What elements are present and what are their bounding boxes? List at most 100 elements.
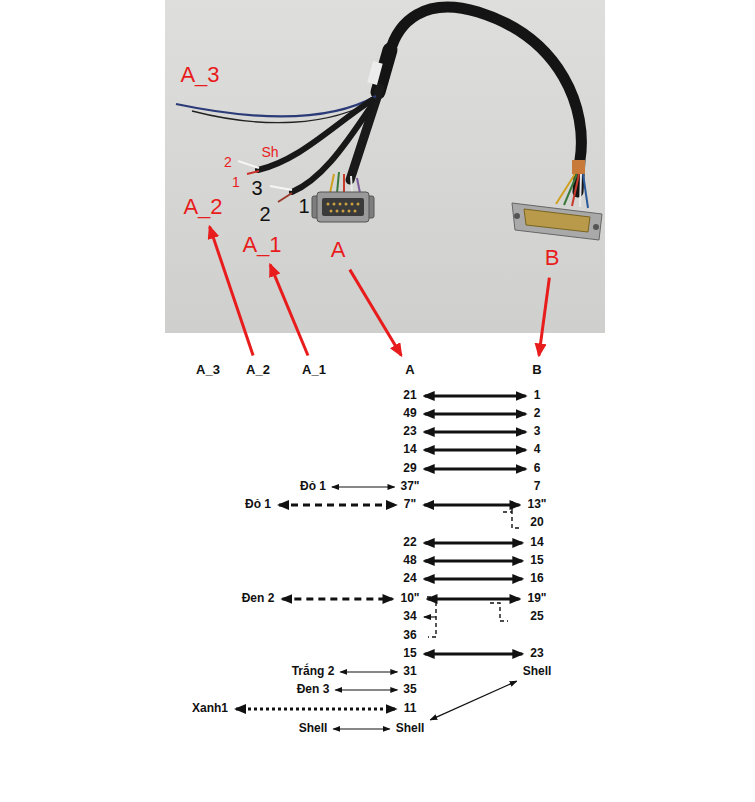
- photo-callout: B: [543, 244, 562, 271]
- pin-number: 1: [532, 388, 543, 404]
- connector-arrow: [428, 597, 520, 600]
- wire-name: Đen 3: [295, 682, 332, 698]
- pin-number: 15: [528, 553, 545, 569]
- column-header: A_3: [194, 362, 222, 379]
- connector-arrow: [340, 671, 397, 672]
- node-text: Shell: [299, 722, 328, 736]
- connector-arrow: [282, 597, 392, 600]
- node-text: Đỏ 1: [245, 498, 271, 512]
- pin-number: 22: [401, 535, 418, 551]
- wire-number: 1: [230, 173, 242, 191]
- node-text: Xanh1: [192, 702, 228, 716]
- connector-a: [312, 172, 374, 222]
- pin-number: 6: [532, 461, 543, 477]
- pin-number: 14: [401, 442, 418, 458]
- node-text: A: [331, 237, 346, 262]
- wire-red: [278, 193, 292, 202]
- node-text: 15: [403, 647, 416, 661]
- node-text: 14: [403, 443, 416, 457]
- connector-arrow: [425, 448, 526, 451]
- pin-number: 16: [528, 571, 545, 587]
- node-text: 6: [534, 462, 541, 476]
- node-text: 29: [403, 462, 416, 476]
- wire-red: [247, 171, 259, 174]
- wire-white: [270, 186, 292, 190]
- node-text: B: [545, 245, 560, 270]
- node-text: Trắng 2: [292, 665, 335, 679]
- node-text: 13": [527, 498, 546, 512]
- cable-tag: [367, 61, 382, 85]
- pin-number: 7: [532, 479, 543, 495]
- connector-arrow: [332, 486, 394, 487]
- connector-arrow: [270, 265, 308, 356]
- connector-arrow: [236, 707, 396, 710]
- wire-number: 2: [222, 153, 234, 171]
- node-text: 31: [403, 665, 416, 679]
- wire-name: Đỏ 1: [243, 497, 273, 513]
- node-text: 48: [403, 554, 416, 568]
- pin-number: 37": [398, 479, 421, 495]
- shell-pin: Shell: [521, 664, 554, 680]
- photo-callout: A_2: [181, 193, 224, 220]
- node-text: 21: [403, 389, 416, 403]
- node-text: Đen 3: [297, 683, 330, 697]
- pin-number: 2: [532, 406, 543, 422]
- pin-number: 4: [532, 442, 543, 458]
- shell-pin: Shell: [394, 721, 427, 737]
- pin-number: 3: [532, 424, 543, 440]
- node-text: 24: [403, 572, 416, 586]
- connector-arrow: [425, 412, 526, 415]
- node-text: 35: [403, 683, 416, 697]
- photo-callout: A: [329, 236, 348, 263]
- node-text: 15: [530, 554, 543, 568]
- node-text: 4: [534, 443, 541, 457]
- pin-number: 48: [401, 553, 418, 569]
- node-text: 3: [534, 425, 541, 439]
- node-text: A_1: [302, 363, 326, 378]
- pin-number: 11: [402, 701, 419, 717]
- pin-number: 19": [525, 591, 548, 607]
- connector-arrow: [425, 430, 526, 433]
- wire-number: 3: [249, 176, 264, 201]
- node-text: 14: [530, 536, 543, 550]
- node-text: 2: [534, 407, 541, 421]
- node-text: 23: [403, 425, 416, 439]
- pin-number: 14: [528, 535, 545, 551]
- connector-arrow: [279, 503, 396, 506]
- connector-arrow: [425, 652, 523, 655]
- node-text: 19": [527, 592, 546, 606]
- column-header: A_2: [244, 362, 272, 379]
- node-text: 1: [534, 389, 541, 403]
- pin-number: 35: [401, 682, 418, 698]
- pin-number: 29: [401, 461, 418, 477]
- wire-name: Trắng 2: [290, 664, 337, 680]
- node-text: 37": [400, 480, 419, 494]
- shell-pin: Shell: [297, 721, 330, 737]
- node-text: A_2: [183, 194, 222, 219]
- photo-callout: A_1: [240, 231, 283, 258]
- node-text: A: [405, 363, 414, 378]
- connector-arrow: [333, 728, 389, 729]
- connector-arrow: [350, 270, 402, 356]
- wire-name: Đỏ 1: [298, 479, 328, 495]
- connector-arrow: [425, 467, 526, 470]
- node-text: A_2: [246, 363, 270, 378]
- column-header: A_1: [300, 362, 328, 379]
- connector-arrow: [425, 394, 526, 397]
- node-text: 49: [403, 407, 416, 421]
- connector-arrow: [424, 503, 519, 506]
- wire-a3: [176, 96, 376, 117]
- cable-a1: [292, 108, 370, 192]
- wire-name: Đen 2: [240, 591, 277, 607]
- pin-number: 21: [401, 388, 418, 404]
- wire-name: Xanh1: [190, 701, 230, 717]
- node-text: B: [532, 363, 541, 378]
- pin-number: 13": [525, 497, 548, 513]
- connector-arrow: [425, 577, 523, 580]
- pin-number: 34: [401, 609, 418, 625]
- node-text: Đen 2: [242, 592, 275, 606]
- connector-arrow: [430, 681, 516, 720]
- pin-number: 31: [401, 664, 418, 680]
